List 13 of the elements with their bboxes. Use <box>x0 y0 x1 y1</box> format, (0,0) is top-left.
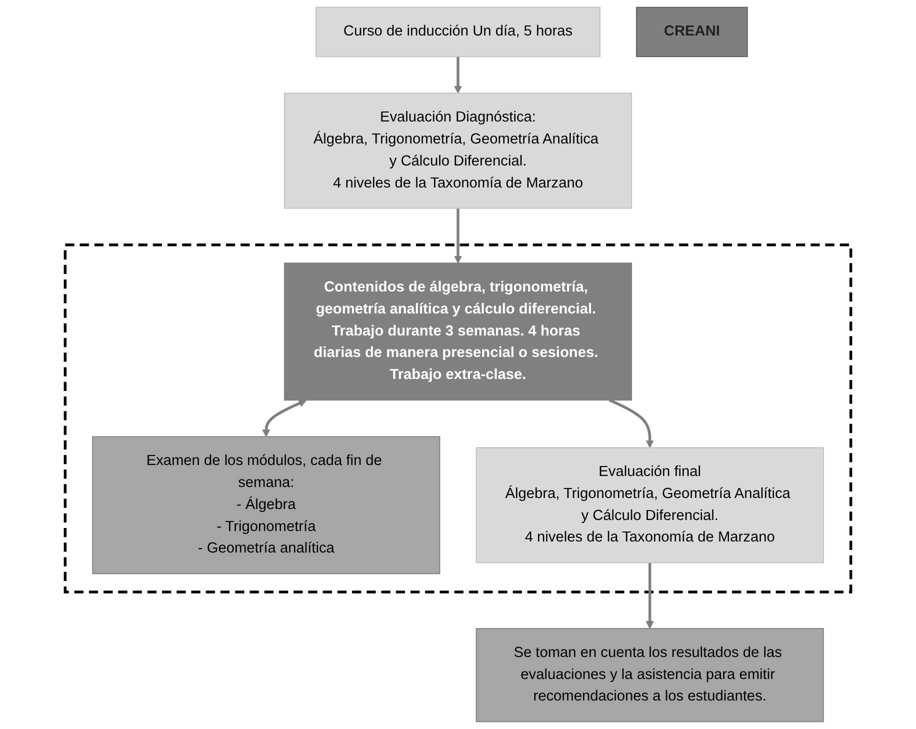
arrow <box>608 398 654 448</box>
node-box: Se toman en cuenta los resultados de las evaluaciones y la asistencia para emitir recomendaciones a los estudiantes. <box>476 628 824 722</box>
arrow <box>454 56 462 94</box>
node-box: Curso de inducción Un día, 5 horas <box>316 6 600 58</box>
node-box: Contenidos de álgebra, trigonometría, geometría analítica y cálculo diferencial. Trabajo durante 3 semanas. 4 horas diarias de manera presencial o sesiones. Trabajo extra-clase. <box>284 262 632 401</box>
node-box: Evaluación final Álgebra, Trigonometría, Geometría Analítica y Cálculo Diferencial. 4 niveles de la Taxonomía de Marzano <box>476 447 824 564</box>
node-box: CREANI <box>636 6 748 58</box>
cluster <box>64 243 852 594</box>
node-box: Examen de los módulos, cada fin de semana: - Álgebra - Trigonometría - Geometría analítica <box>92 436 440 574</box>
arrow <box>262 400 307 438</box>
arrow <box>454 208 462 264</box>
node-box: Evaluación Diagnóstica: Álgebra, Trigonometría, Geometría Analítica y Cálculo Diferencial. 4 niveles de la Taxonomía de Marzano <box>284 92 632 209</box>
arrow <box>646 562 654 629</box>
